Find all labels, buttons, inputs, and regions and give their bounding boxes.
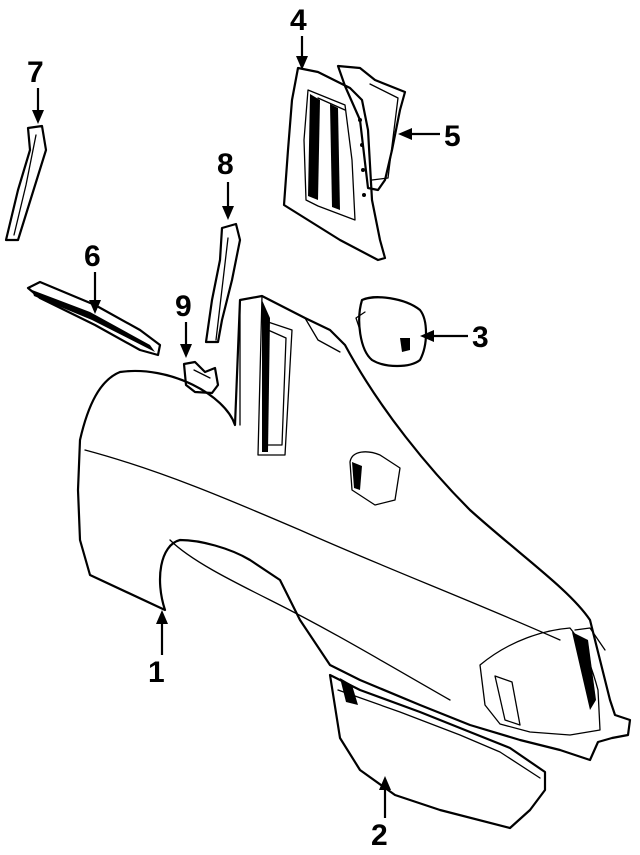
callout-label-4: 4 <box>290 4 307 37</box>
callout-9: 9 <box>175 290 192 358</box>
callout-label-9: 9 <box>175 290 192 323</box>
callout-label-8: 8 <box>217 148 234 181</box>
callout-label-3: 3 <box>472 321 489 354</box>
part-window-seal <box>336 64 407 192</box>
part-lower-molding <box>328 673 547 830</box>
callout-label-1: 1 <box>148 656 165 689</box>
part-pillar-molding <box>204 222 242 344</box>
callout-label-6: 6 <box>84 240 101 273</box>
callout-6: 6 <box>84 240 101 314</box>
callout-7: 7 <box>27 56 44 124</box>
callout-8: 8 <box>217 148 234 220</box>
callout-5: 5 <box>398 120 461 153</box>
part-molding-strip-7 <box>4 124 48 242</box>
callout-label-2: 2 <box>371 819 388 852</box>
callout-1: 1 <box>148 610 168 689</box>
part-belt-molding <box>26 280 162 357</box>
callout-4: 4 <box>290 4 308 70</box>
part-bracket <box>182 360 220 395</box>
callout-label-5: 5 <box>444 120 461 153</box>
callout-label-7: 7 <box>27 56 44 89</box>
callout-3: 3 <box>420 321 489 354</box>
part-window-frame <box>282 66 387 262</box>
part-quarter-panel <box>76 294 632 762</box>
part-fuel-door <box>355 296 428 368</box>
callout-2: 2 <box>371 776 391 852</box>
